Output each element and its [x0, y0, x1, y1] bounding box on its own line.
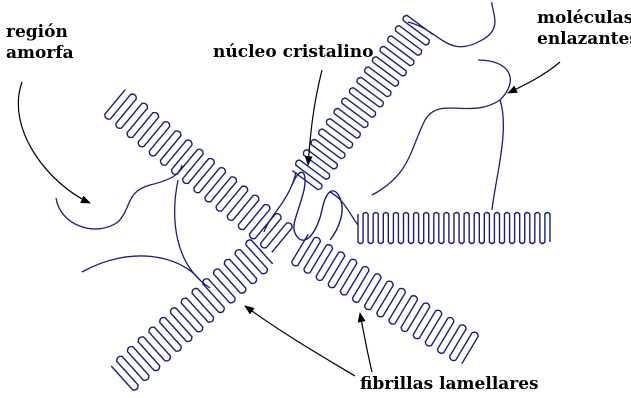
tie-molecule-right-loop — [372, 60, 510, 195]
lamellar-fibrils — [105, 16, 550, 390]
lamella-lower-right — [292, 234, 478, 363]
tie-molecule-top-right — [408, 2, 495, 47]
lamella-lower-left — [111, 240, 272, 390]
tie-molecule-left-bottom — [82, 256, 200, 280]
arrow-fibrillas-left — [245, 306, 355, 376]
arrow-fibrillas-right — [360, 313, 372, 372]
lamella-upper-right — [292, 16, 433, 190]
tie-molecules — [56, 2, 510, 288]
lamella-right-horizontal — [358, 213, 550, 244]
crystalline-nucleus — [292, 172, 342, 240]
tie-molecule-core — [264, 172, 296, 232]
tie-molecule-core-2 — [330, 192, 358, 225]
tie-molecule-right-drop — [492, 100, 503, 210]
arrow-moleculas — [508, 62, 560, 93]
lamella-upper-left — [105, 90, 292, 253]
arrow-region-amorfa — [18, 82, 90, 203]
tie-molecule-amorphous — [56, 165, 182, 229]
